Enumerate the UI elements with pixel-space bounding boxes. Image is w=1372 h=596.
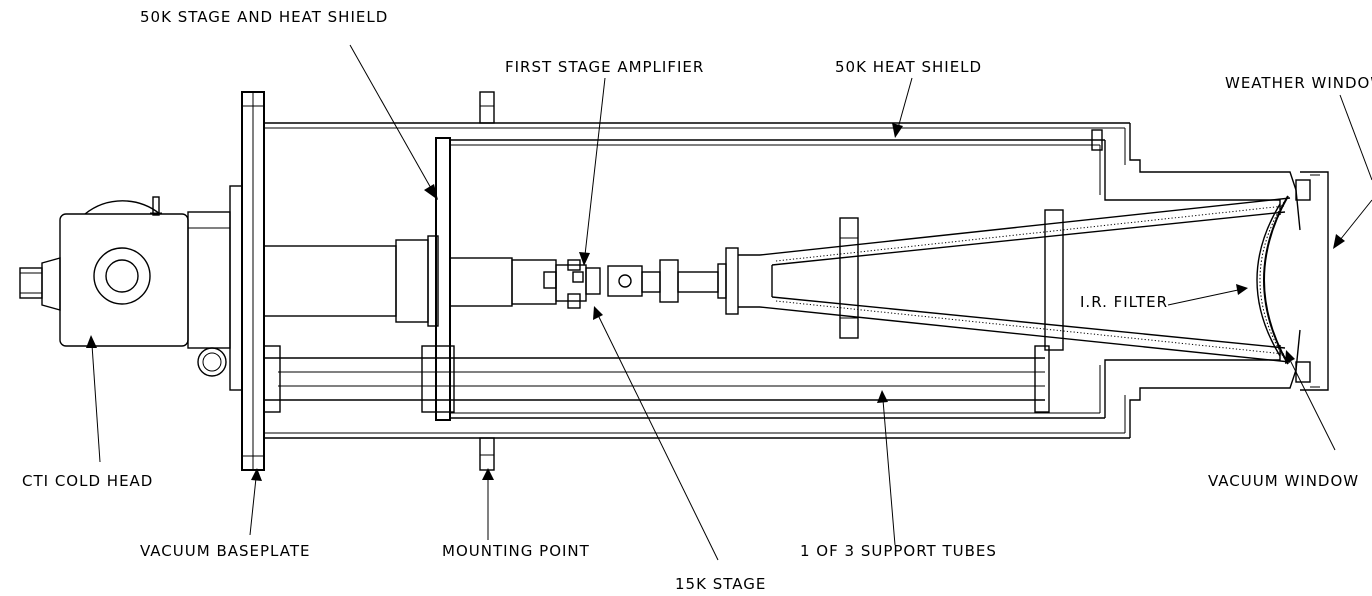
vacuum-can xyxy=(264,91,1301,471)
label-50k-stage-heat-shield: 50K STAGE AND HEAT SHIELD xyxy=(140,8,388,26)
amplifier xyxy=(543,259,643,309)
heat-shield-50k xyxy=(435,129,1281,421)
windows xyxy=(1256,171,1329,391)
cold-stages xyxy=(263,235,557,327)
cold-head xyxy=(19,185,243,391)
label-first-stage-amplifier: FIRST STAGE AMPLIFIER xyxy=(505,58,704,76)
label-mounting-point: MOUNTING POINT xyxy=(442,542,590,560)
leader-lines xyxy=(86,44,1372,561)
label-50k-heat-shield: 50K HEAT SHIELD xyxy=(835,58,982,76)
label-vacuum-baseplate: VACUUM BASEPLATE xyxy=(140,542,310,560)
label-cti-cold-head: CTI COLD HEAD xyxy=(22,472,153,490)
support-tubes xyxy=(263,345,1050,413)
feedhorn xyxy=(641,197,1291,363)
label-vacuum-window: VACUUM WINDOW xyxy=(1208,472,1359,490)
label-15k-stage: 15K STAGE xyxy=(675,575,766,593)
label-ir-filter: I.R. FILTER xyxy=(1080,293,1168,311)
vacuum-baseplate xyxy=(241,91,265,471)
label-support-tubes: 1 OF 3 SUPPORT TUBES xyxy=(800,542,997,560)
label-weather-window: WEATHER WINDOW xyxy=(1225,74,1372,92)
